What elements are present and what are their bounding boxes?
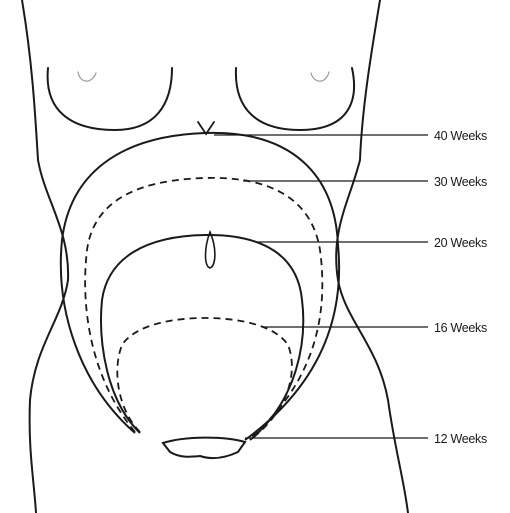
leader-lines (214, 134, 428, 439)
label-40-weeks: 40 Weeks (434, 129, 487, 143)
label-16-weeks: 16 Weeks (434, 321, 487, 335)
fundal-line-40-weeks (59, 131, 341, 441)
right-breast (234, 67, 356, 132)
navel (204, 229, 216, 269)
right-nipple (310, 71, 330, 82)
label-20-weeks: 20 Weeks (434, 236, 487, 250)
left-nipple (77, 71, 97, 82)
fundal-line-16-weeks (116, 317, 293, 441)
torso-left-edge (21, 0, 70, 513)
fundal-line-30-weeks (84, 177, 324, 439)
fundal-line-12-weeks (161, 436, 247, 460)
xiphoid-mark (197, 121, 215, 136)
label-12-weeks: 12 Weeks (434, 432, 487, 446)
label-30-weeks: 30 Weeks (434, 175, 487, 189)
left-breast (46, 67, 173, 132)
fundal-line-20-weeks (100, 233, 305, 441)
torso-right-edge (335, 0, 409, 513)
breasts (46, 67, 356, 132)
